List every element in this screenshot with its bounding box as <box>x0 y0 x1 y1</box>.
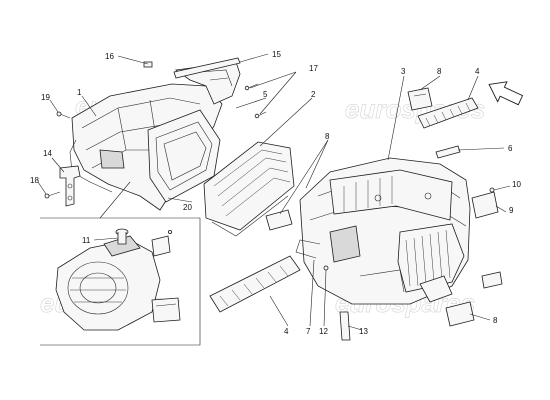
callout-19: 19 <box>41 93 50 102</box>
screw-18 <box>44 191 61 199</box>
blower-motor-inset <box>40 181 201 346</box>
callout-20: 20 <box>183 203 192 212</box>
callout-7: 7 <box>306 327 311 336</box>
callout-8-mid: 8 <box>325 132 330 141</box>
cabin-filter-top <box>417 97 479 129</box>
callout-4-top: 4 <box>475 67 480 76</box>
filter-frame <box>203 141 295 237</box>
actuator-bottom <box>445 301 475 327</box>
screw-17 <box>244 83 267 119</box>
callout-4-bottom: 4 <box>284 327 289 336</box>
callout-12: 12 <box>319 327 328 336</box>
cabin-filter-bottom <box>209 255 301 313</box>
callout-labels: 16 15 17 1 19 5 2 3 8 4 8 6 14 18 10 20 … <box>30 50 521 336</box>
callout-11: 11 <box>82 236 91 245</box>
clip-16 <box>143 61 153 68</box>
callout-5: 5 <box>263 90 268 99</box>
hvac-main-unit <box>295 157 471 305</box>
sensor-10 <box>489 187 495 193</box>
actuator-mid <box>265 209 293 231</box>
callout-2: 2 <box>311 90 316 99</box>
callout-9: 9 <box>509 206 514 215</box>
actuator-right <box>471 191 499 219</box>
callout-8-bottom: 8 <box>493 316 498 325</box>
fitting-12 <box>323 265 329 271</box>
small-block-right <box>481 271 503 289</box>
callout-18: 18 <box>30 176 39 185</box>
callout-8-top: 8 <box>437 67 442 76</box>
callout-17: 17 <box>309 64 318 73</box>
drain-tube-13 <box>339 311 351 341</box>
callout-10: 10 <box>512 180 521 189</box>
seal-strip <box>173 57 241 79</box>
callout-16: 16 <box>105 52 114 61</box>
leader-lines <box>37 53 511 331</box>
mounting-bracket <box>59 165 81 207</box>
actuator-top <box>407 87 433 111</box>
connector-6 <box>435 145 461 159</box>
callout-14: 14 <box>43 149 52 158</box>
callout-6: 6 <box>508 144 513 153</box>
callout-3: 3 <box>401 67 406 76</box>
callout-1: 1 <box>77 88 82 97</box>
callout-15: 15 <box>272 50 281 59</box>
direction-arrow-icon <box>488 81 524 106</box>
callout-13: 13 <box>359 327 368 336</box>
screw-19 <box>56 111 71 119</box>
